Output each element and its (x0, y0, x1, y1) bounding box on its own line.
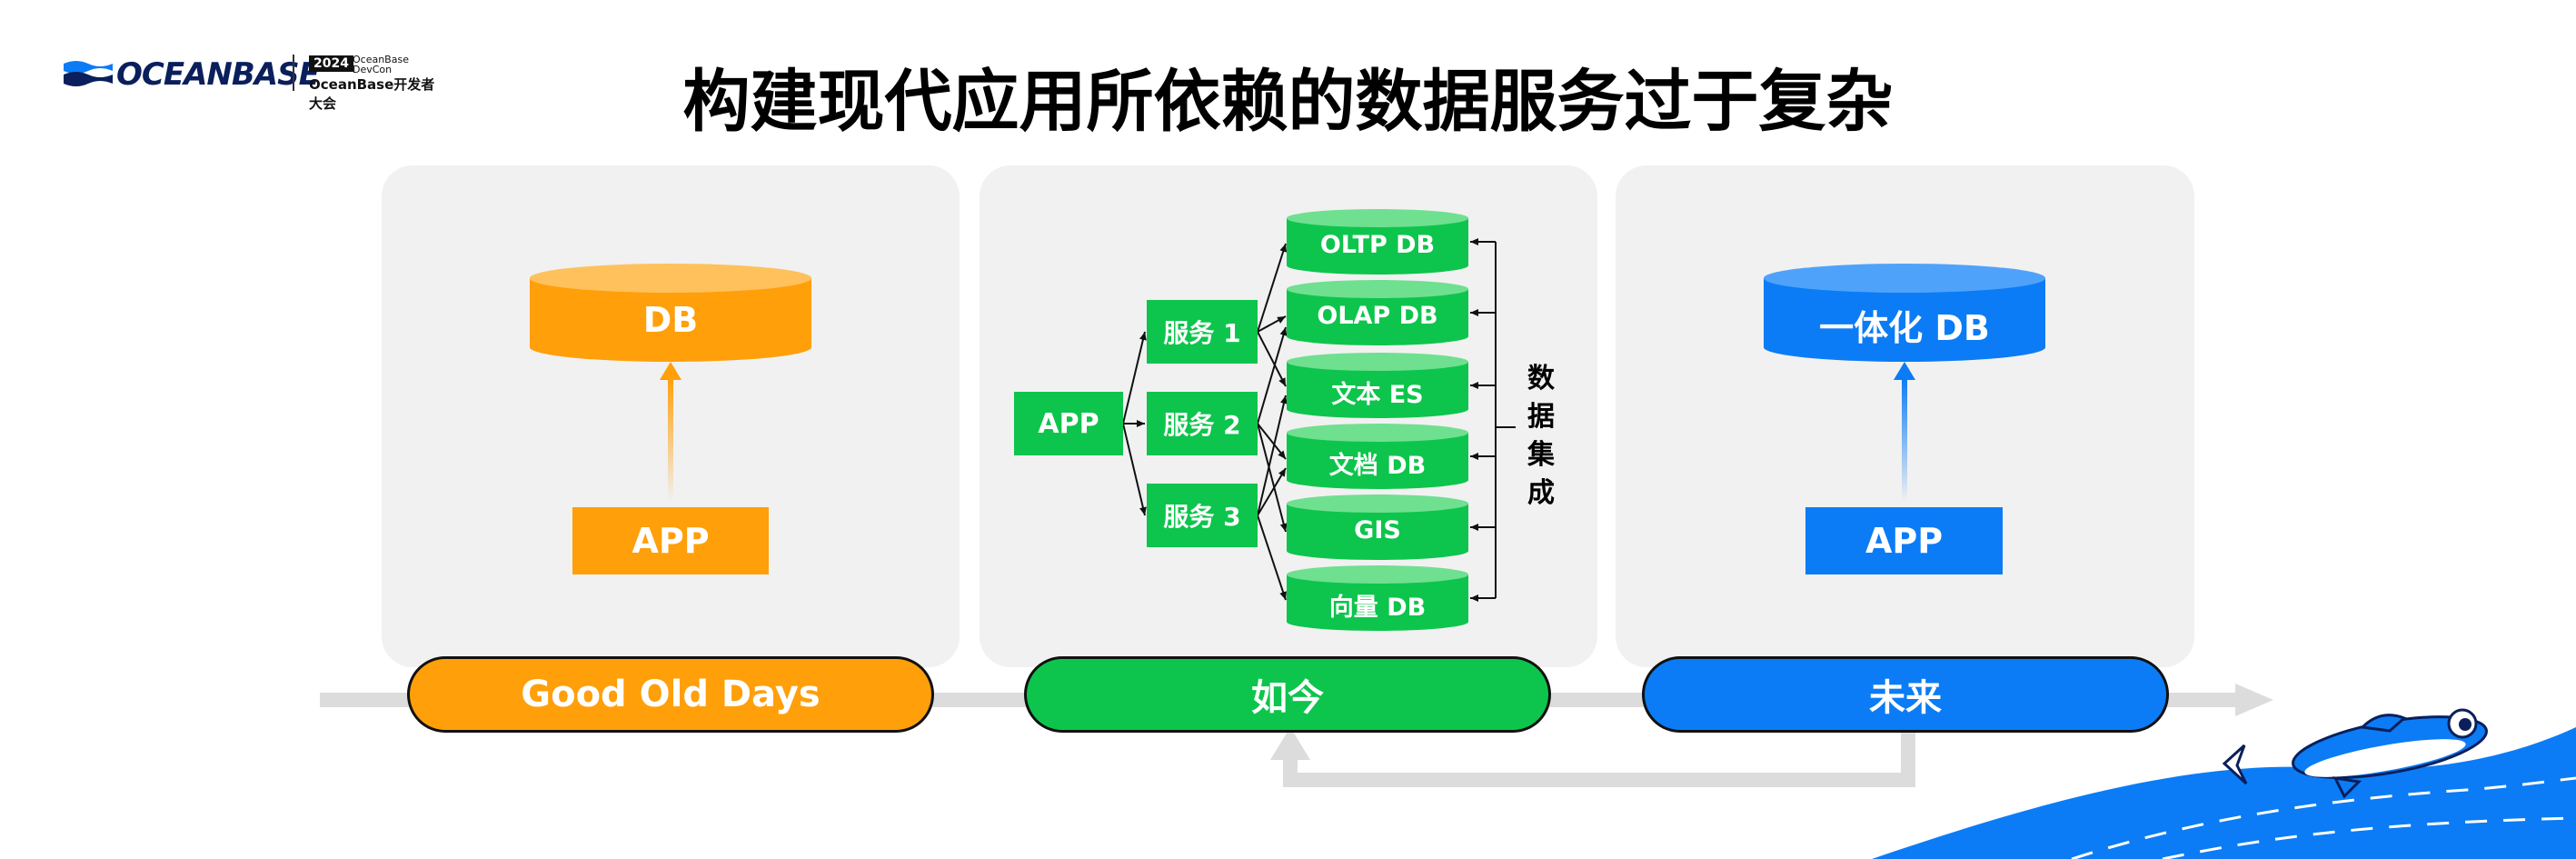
db-cylinder-past: DB (530, 264, 811, 364)
service-box-1: 服务 1 (1147, 300, 1258, 364)
db-label: 文本 ES (1331, 381, 1424, 409)
future-arrow (1894, 362, 1915, 502)
integration-char: 数 (1527, 363, 1555, 395)
integration-char: 集 (1527, 439, 1555, 471)
db-label: OLTP DB (1319, 231, 1436, 259)
db-label: 向量 DB (1328, 594, 1427, 622)
service-box-3: 服务 3 (1147, 484, 1258, 547)
pill-good-old-days: Good Old Days (407, 656, 934, 733)
db-cylinder-vector: 向量 DB (1287, 565, 1468, 633)
logo-divider (293, 55, 294, 91)
db-cylinder-gis: GIS (1287, 494, 1468, 562)
pill-now: 如今 (1024, 656, 1551, 733)
devcon-name: OceanBase开发者大会 (309, 76, 435, 112)
integration-char: 据 (1527, 401, 1555, 433)
app-box-now: APP (1014, 392, 1123, 455)
devcon-year: 2024 (309, 55, 353, 72)
db-cylinder-future: 一体化 DB (1764, 264, 2045, 364)
logo-group: OCEANBASE 2024 OceanBase DevCon OceanBas… (64, 54, 445, 112)
service-box-2: 服务 2 (1147, 392, 1258, 455)
wave-decoration (1872, 727, 2576, 859)
db-cylinder-es: 文本 ES (1287, 353, 1468, 420)
integration-char: 成 (1527, 477, 1555, 509)
page-title: 构建现代应用所依赖的数据服务过于复杂 (682, 63, 1894, 141)
fish-mascot-icon (2222, 708, 2488, 799)
past-arrow (660, 362, 681, 502)
service-db-arrows (1257, 243, 1288, 601)
app-box-past: APP (572, 507, 769, 574)
db-label: 一体化 DB (1819, 308, 1990, 348)
app-service-arrows (1122, 331, 1147, 516)
db-label: OLAP DB (1317, 302, 1438, 330)
logo-text: OCEANBASE (116, 56, 320, 93)
db-label: DB (642, 300, 699, 340)
app-box-future: APP (1805, 507, 2003, 574)
db-cylinder-olap: OLAP DB (1287, 280, 1468, 347)
feedback-arrow (1270, 727, 1915, 787)
db-label: 文档 DB (1328, 452, 1427, 480)
devcon-line2: DevCon (353, 64, 393, 75)
pill-future: 未来 (1642, 656, 2169, 733)
integration-label: 数 据 集 成 (1523, 360, 1559, 513)
integration-bracket (1470, 238, 1516, 602)
db-cylinder-oltp: OLTP DB (1287, 209, 1468, 276)
db-label: GIS (1354, 516, 1401, 544)
db-cylinder-doc: 文档 DB (1287, 424, 1468, 491)
devcon-line1: OceanBase (353, 54, 409, 65)
oceanbase-logo-icon (64, 61, 113, 86)
